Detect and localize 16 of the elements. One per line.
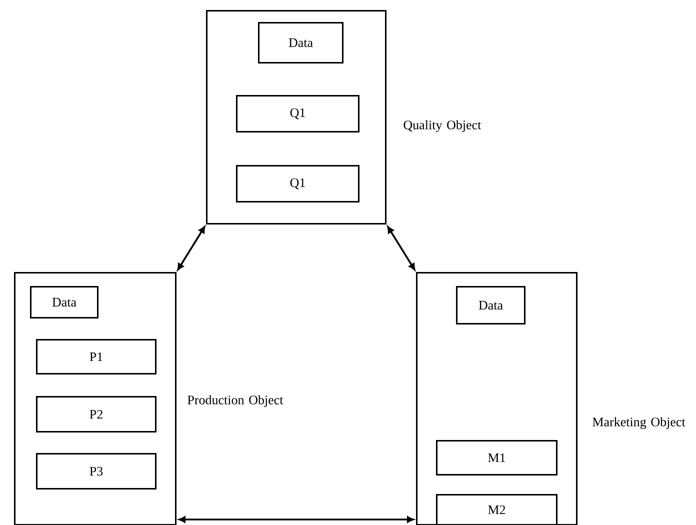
data-box: Data [258, 22, 344, 64]
arrow [177, 226, 206, 270]
data-box: P2 [36, 396, 156, 432]
object-label: Quality Object [404, 120, 482, 132]
data-box: Data [30, 286, 98, 318]
object-label: Production Object [188, 395, 284, 407]
data-box: P3 [36, 453, 156, 490]
data-box: M1 [436, 440, 558, 476]
arrow [178, 516, 414, 523]
object-label: Marketing Object [592, 417, 686, 430]
data-box: Q1 [236, 95, 360, 132]
data-box: P1 [36, 339, 156, 374]
data-box: Q1 [236, 165, 360, 202]
data-box: Data [456, 286, 526, 324]
data-box: M2 [436, 494, 558, 525]
arrow [387, 226, 416, 270]
